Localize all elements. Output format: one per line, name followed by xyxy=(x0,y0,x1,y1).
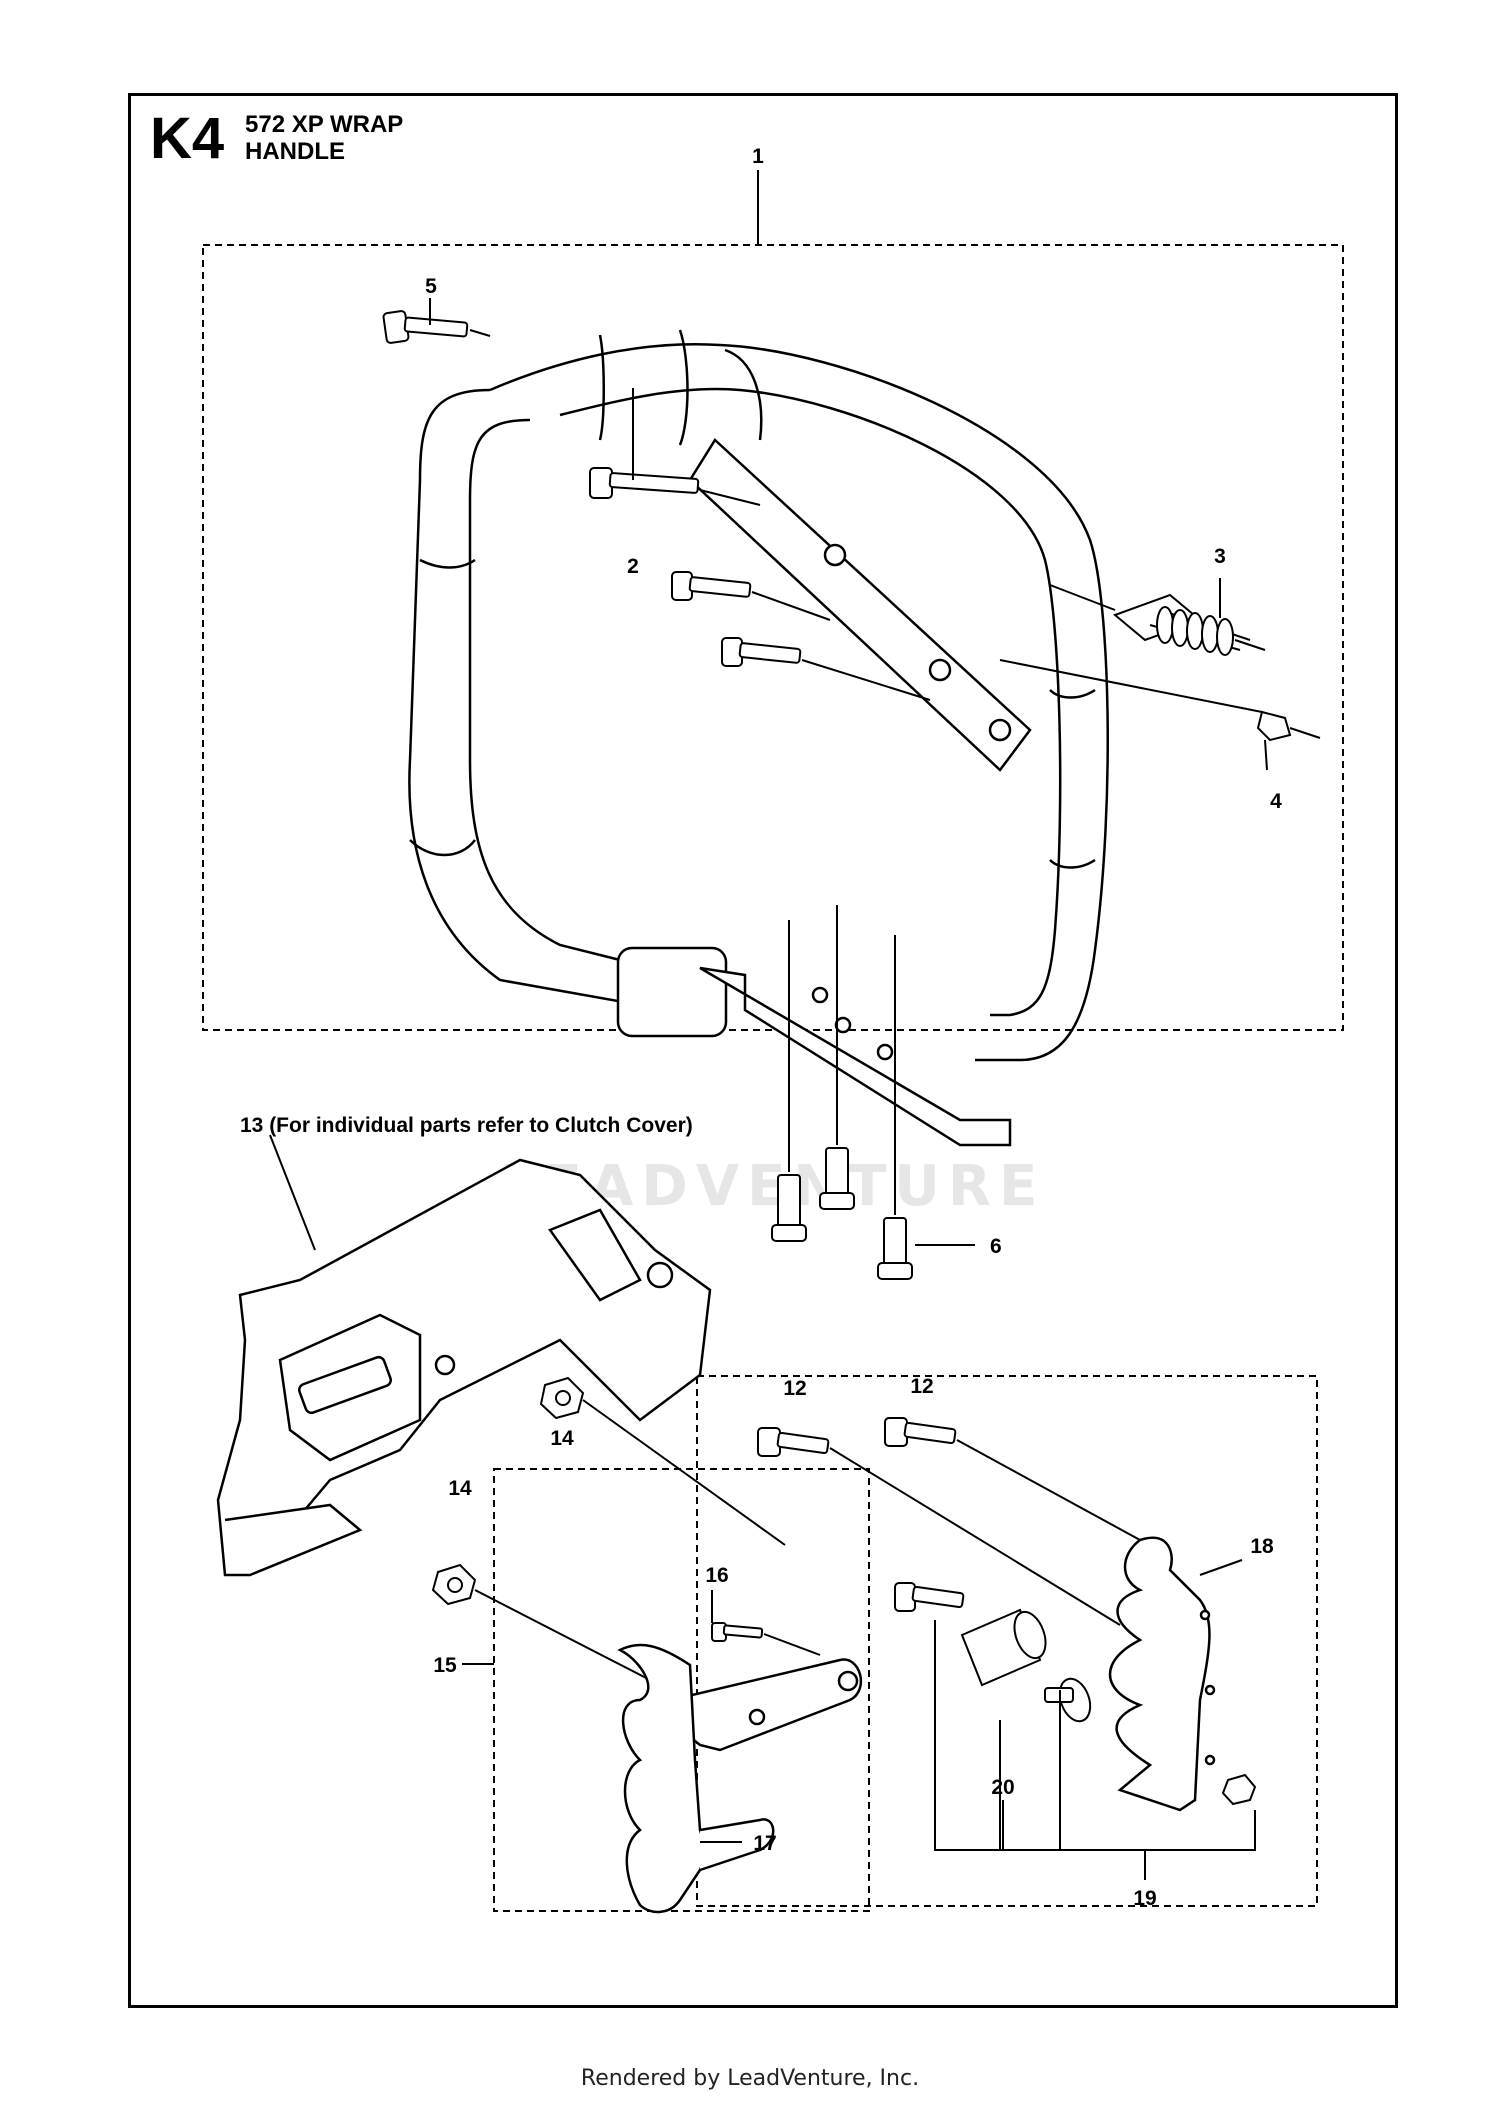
callout-15: 15 xyxy=(433,1654,457,1677)
front-handle-bar xyxy=(408,329,1109,1062)
screw-mid-brace xyxy=(721,637,931,701)
nut-4 xyxy=(999,659,1321,742)
callout-3: 3 xyxy=(1214,545,1226,568)
callout-2: 2 xyxy=(627,555,639,578)
handle-brace xyxy=(688,438,1032,772)
bracket-plate xyxy=(699,966,1012,1147)
callout-5: 5 xyxy=(425,275,437,298)
callout-20: 20 xyxy=(991,1776,1014,1799)
callout-18: 18 xyxy=(1250,1535,1274,1558)
bolt-12-left xyxy=(757,1427,1121,1626)
washer xyxy=(1044,1677,1092,1723)
callout-4: 4 xyxy=(1270,790,1282,813)
spacer-sleeve xyxy=(960,1608,1047,1687)
callout-1: 1 xyxy=(752,145,764,168)
callout-19: 19 xyxy=(1133,1887,1156,1910)
assembly-box-1 xyxy=(202,244,1344,1031)
screw-20 xyxy=(894,1582,965,1612)
callout-13: 13 (For individual parts refer to Clutch… xyxy=(240,1114,693,1137)
footer-credit: Rendered by LeadVenture, Inc. xyxy=(580,2066,920,2091)
callout-14-upper: 14 xyxy=(550,1427,574,1450)
callout-leaders xyxy=(269,170,1268,1880)
clutch-cover xyxy=(216,1158,712,1577)
screw-16 xyxy=(711,1622,821,1656)
nut-14-upper xyxy=(539,1376,786,1546)
bolt-bottom-mid xyxy=(819,905,855,1210)
nut-14-lower xyxy=(431,1563,651,1681)
callout-12-left: 12 xyxy=(783,1377,806,1400)
screw-upper-brace xyxy=(671,571,831,621)
bolt-12-right xyxy=(884,1417,1141,1541)
page-code: K4 xyxy=(150,106,225,171)
nut-small-right xyxy=(1221,1773,1257,1806)
bolt-bottom-left xyxy=(771,920,807,1242)
callout-6: 6 xyxy=(990,1235,1002,1258)
callout-14-lower: 14 xyxy=(448,1477,472,1500)
callout-17: 17 xyxy=(753,1832,776,1855)
bolt-bottom-right xyxy=(877,935,913,1280)
assembly-box-19 xyxy=(696,1375,1318,1907)
bumper-spike-18 xyxy=(1108,1536,1216,1812)
title-line-1: 572 XP WRAP xyxy=(245,111,404,138)
rubber-sleeve xyxy=(616,946,728,1038)
diagram-frame xyxy=(128,93,1398,2008)
screw-5 xyxy=(382,310,491,344)
callout-16: 16 xyxy=(705,1564,728,1587)
bumper-spike-17 xyxy=(617,1643,862,1914)
title-line-2: HANDLE xyxy=(245,138,345,165)
callout-12-right: 12 xyxy=(910,1375,933,1398)
spring-assembly xyxy=(1049,584,1266,656)
screw-2 xyxy=(589,467,761,506)
